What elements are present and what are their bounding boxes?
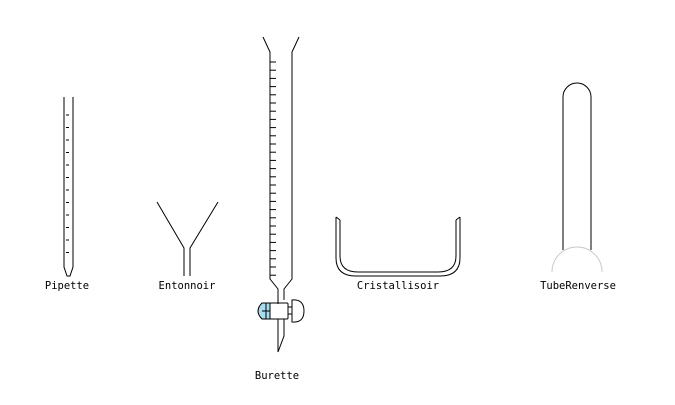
cristallisoir-label: Cristallisoir (356, 280, 440, 292)
burette-label: Burette (254, 370, 300, 382)
cristallisoir-inner-wall (339, 220, 457, 273)
burette-left-wall (262, 36, 279, 304)
entonnoir (156, 201, 219, 276)
cristallisoir (335, 216, 461, 277)
burette-stopcock-handle (291, 299, 305, 323)
burette-stopcock-body (269, 302, 289, 320)
pipette-graduations (66, 114, 69, 253)
entonnoir-label: Entonnoir (158, 280, 216, 292)
burette-graduations (270, 61, 276, 276)
pipette (63, 97, 74, 277)
burette (257, 36, 305, 353)
cristallisoir-rim-right (455, 216, 461, 221)
cristallisoir-rim-left (335, 216, 341, 221)
burette-tip (277, 319, 285, 353)
entonnoir-right-wall (189, 201, 219, 276)
tube-renverse (551, 82, 603, 273)
tube-renverse-body (562, 82, 592, 250)
entonnoir-left-wall (156, 201, 185, 276)
cristallisoir-outer-wall (335, 217, 461, 277)
tube-renverse-label: TubeRenverse (540, 280, 616, 292)
tube-renverse-basin (551, 246, 603, 273)
pipette-body (63, 97, 74, 277)
pipette-label: Pipette (44, 280, 90, 292)
burette-right-wall (283, 36, 300, 300)
